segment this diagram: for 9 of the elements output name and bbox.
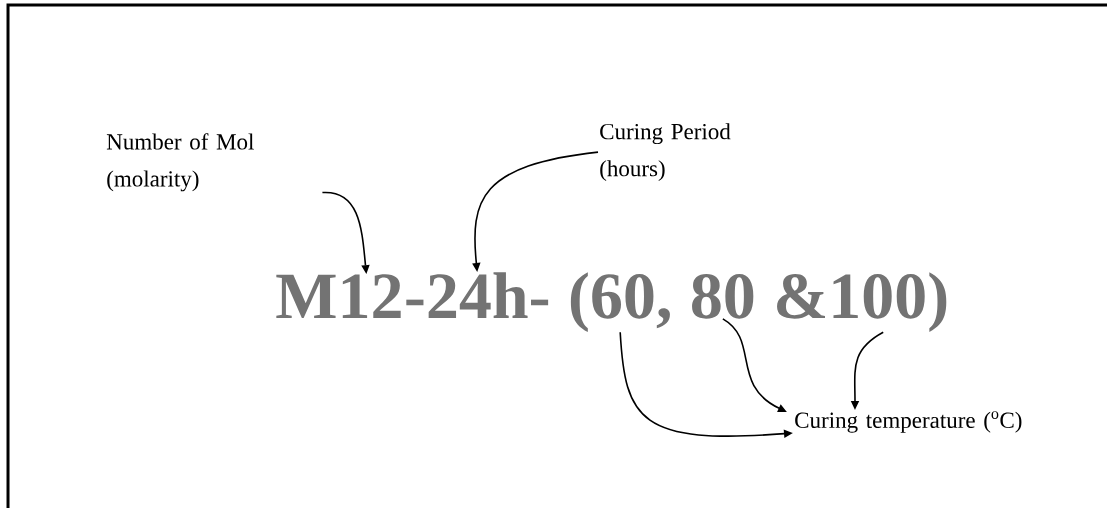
code-text: -24h- (406, 272, 549, 318)
code-text: 80 (692, 274, 754, 319)
code-text: M12 (276, 274, 401, 318)
code-text: &100) (777, 272, 947, 333)
code-text: (60, (570, 272, 670, 333)
label-text: Curing Period (hours) (600, 123, 731, 182)
arrow (722, 318, 787, 412)
label-text: Number of Mol (molarity) (106, 133, 254, 192)
label-text: Curing temperature ($^{o}$C) (795, 411, 1022, 433)
